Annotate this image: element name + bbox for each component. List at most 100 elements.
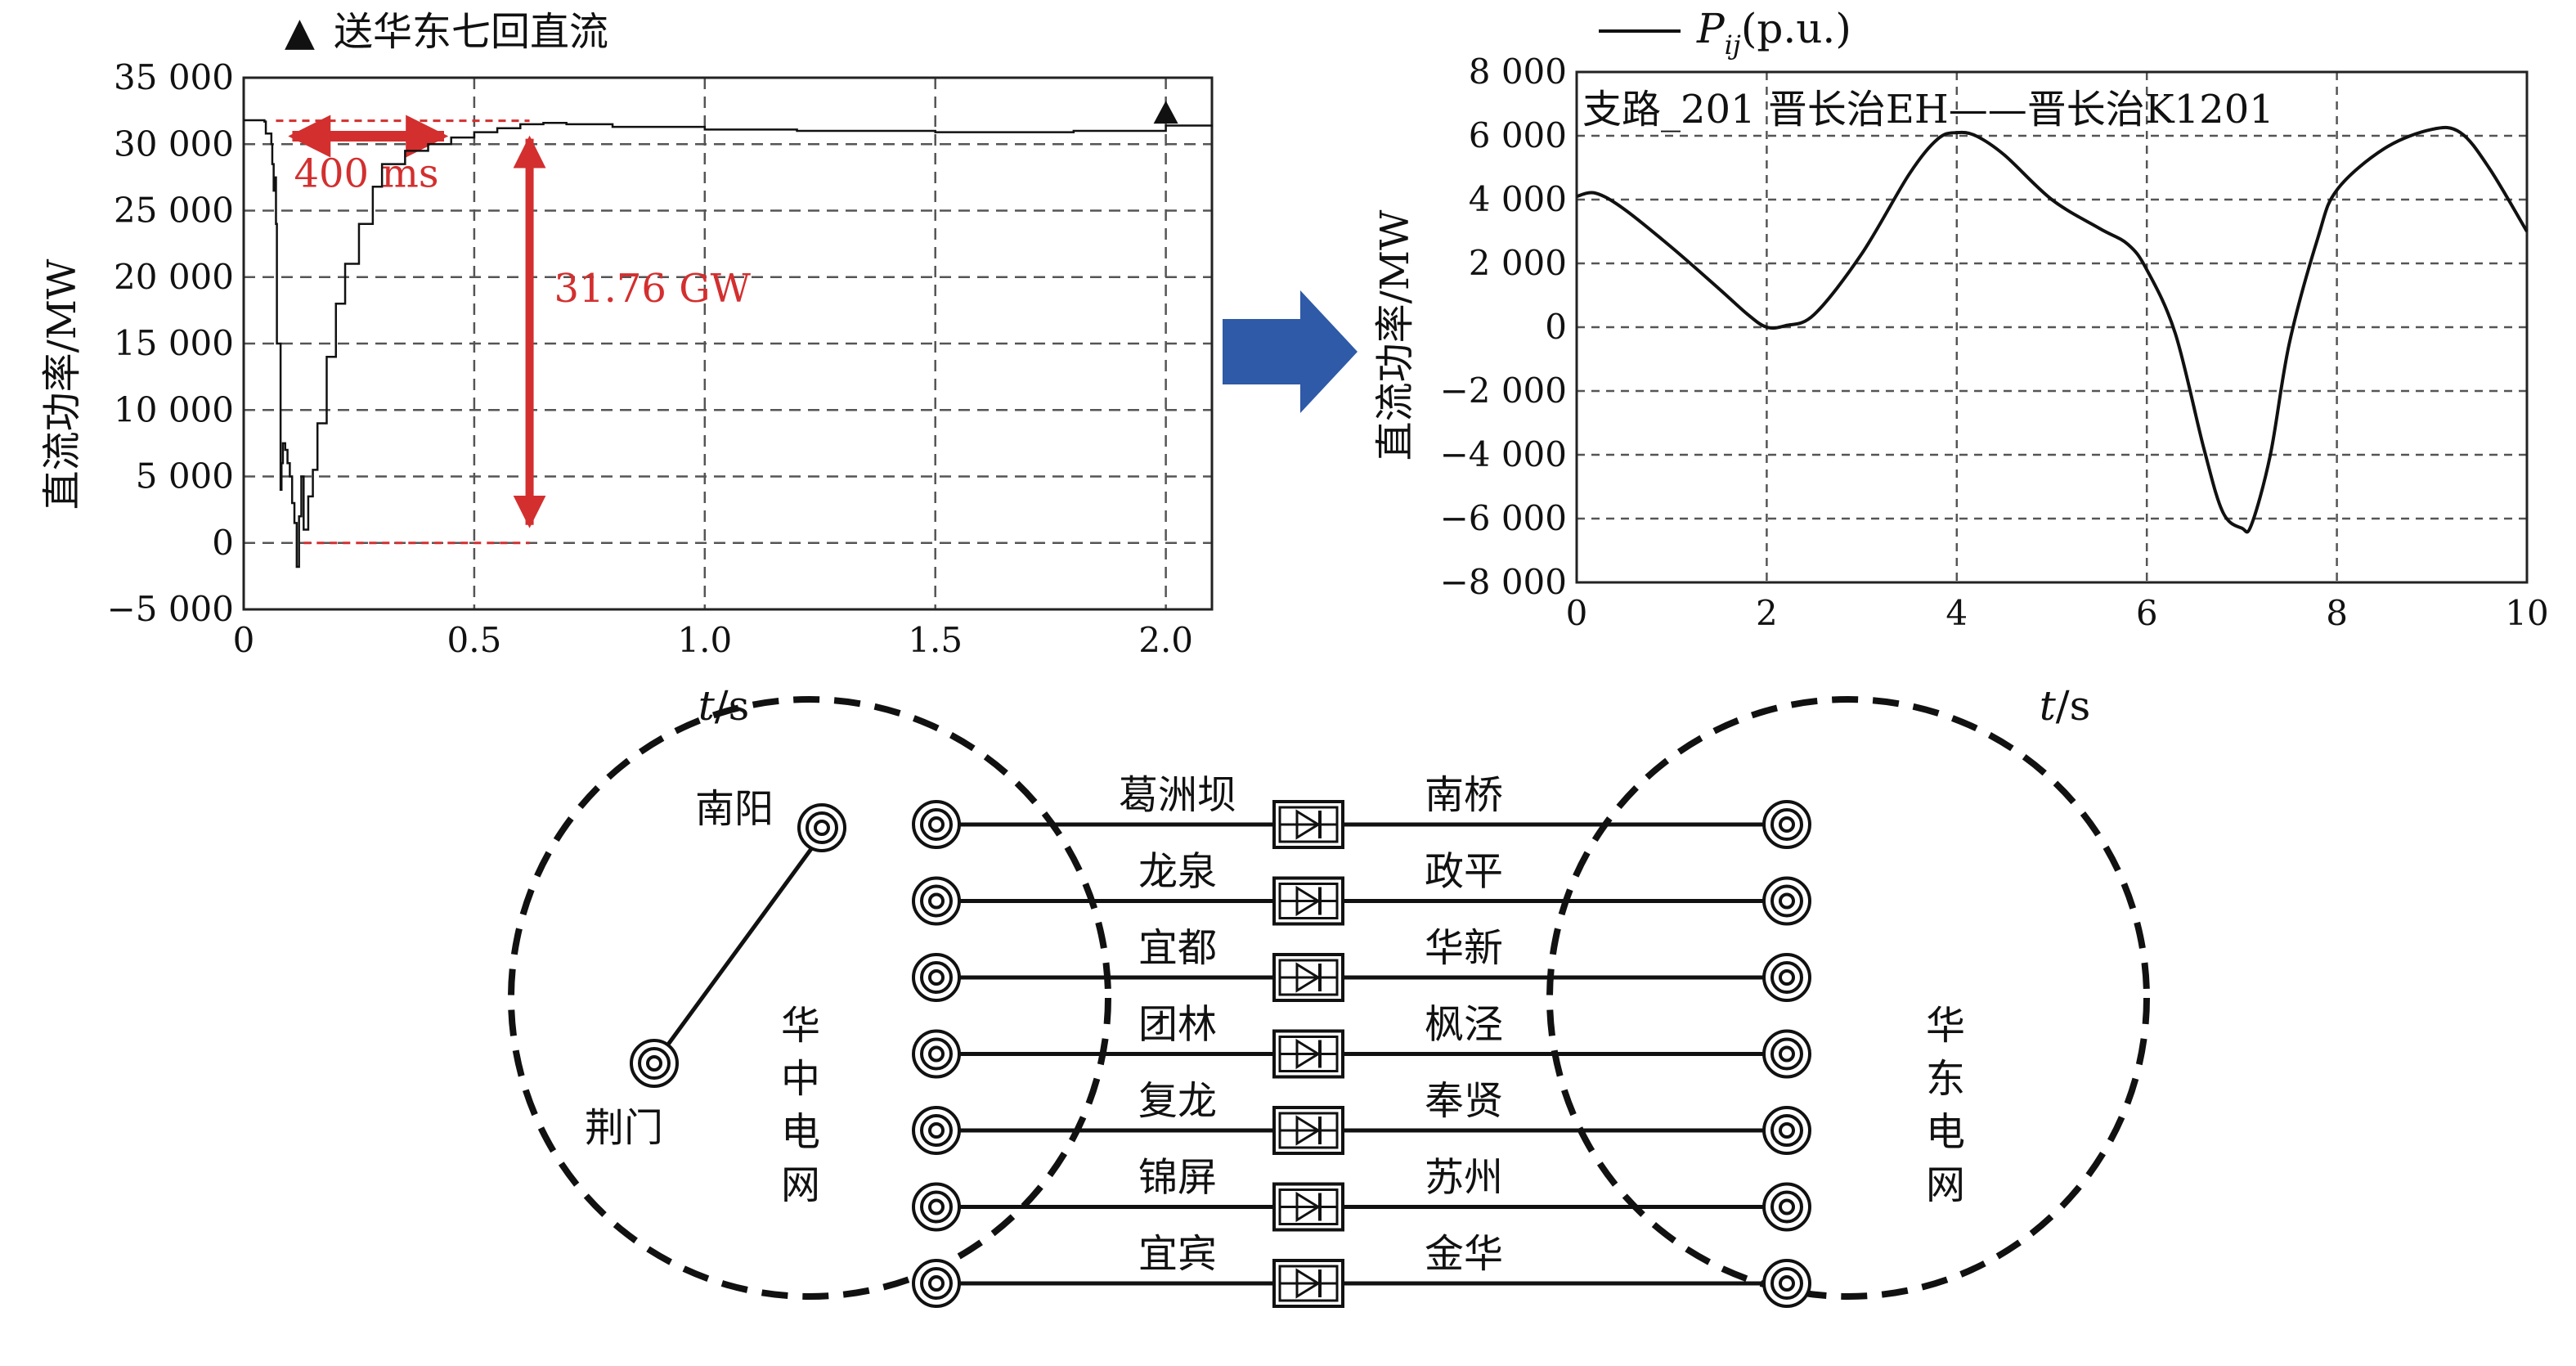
sending-station-icon xyxy=(912,1106,961,1155)
sending-station-label: 团林 xyxy=(1138,1002,1217,1048)
y-tick-label: 0 xyxy=(1545,307,1567,347)
transition-arrow-icon xyxy=(1223,290,1358,413)
converter-diode-icon xyxy=(1272,1259,1344,1308)
hvdc-link-row: 宜宾 金华 xyxy=(912,1231,1811,1308)
converter-diode-icon xyxy=(1272,800,1344,849)
series-line xyxy=(244,119,1214,568)
sending-station-label: 宜都 xyxy=(1138,925,1217,971)
converter-diode-icon xyxy=(1272,1106,1344,1155)
series xyxy=(244,119,1214,568)
receiving-station-icon xyxy=(1762,1182,1811,1232)
x-tick-label: 2.0 xyxy=(1138,620,1193,660)
receiving-station-label: 枫泾 xyxy=(1425,1002,1503,1048)
x-tick-label: 10 xyxy=(2505,593,2548,633)
legend-marker-triangle: ▲ xyxy=(285,9,315,55)
y-tick-label: 6 000 xyxy=(1469,115,1567,155)
x-axis-label: t/s xyxy=(2040,682,2091,730)
hvdc-link-row: 复龙 奉贤 xyxy=(912,1078,1811,1155)
receiving-station-icon xyxy=(1762,1259,1811,1308)
x-tick-label: 8 xyxy=(2326,593,2348,633)
svg-text:网: 网 xyxy=(1926,1162,1965,1208)
x-tick-label: 0.5 xyxy=(447,620,502,660)
receiving-station-icon xyxy=(1762,1106,1811,1155)
converter-diode-icon xyxy=(1272,953,1344,1002)
y-tick-label: 4 000 xyxy=(1469,179,1567,219)
receiving-station-label: 奉贤 xyxy=(1425,1078,1503,1124)
sending-station-icon xyxy=(912,876,961,926)
svg-text:网: 网 xyxy=(781,1162,820,1208)
sending-station-icon xyxy=(912,1182,961,1232)
y-tick-labels: 35 000 30 000 25 000 20 000 15 000 10 000 5 00… xyxy=(107,57,234,629)
hvdc-link-row: 葛洲坝南桥 xyxy=(912,772,1811,849)
legend-label: 送华东七回直流 xyxy=(334,9,608,55)
x-tick-labels: 0 0.5 1.0 1.5 2.0 xyxy=(233,620,1193,660)
duration-label: 400 ms xyxy=(294,151,438,197)
y-tick-label: 0 xyxy=(212,523,234,563)
receiving-station-icon xyxy=(1762,800,1811,849)
svg-text:华: 华 xyxy=(1926,1003,1965,1049)
node-label-jingmen: 荆门 xyxy=(585,1105,663,1151)
x-axis-label: t/s xyxy=(698,682,750,730)
converter-diode-icon xyxy=(1272,1182,1344,1232)
central-china-grid-boundary xyxy=(508,696,1111,1300)
x-tick-label: 1.0 xyxy=(677,620,732,660)
y-tick-label: 5 000 xyxy=(136,456,234,497)
annotations: 400 ms 31.76 GW xyxy=(276,101,1178,545)
converter-diode-icon xyxy=(1272,1029,1344,1079)
x-tick-label: 0 xyxy=(233,620,255,660)
hvdc-links: 葛洲坝南桥龙泉政平宜都华新团林枫泾复龙奉贤锦屏苏州宜宾金华 xyxy=(912,772,1811,1308)
y-tick-label: −5 000 xyxy=(107,589,234,629)
y-tick-label: 15 000 xyxy=(114,323,234,363)
drop-label: 31.76 GW xyxy=(554,266,752,312)
hvdc-network-diagram: 南阳 荆门 华 中 电 网 华 东 电 网 葛洲坝南桥龙泉 政平宜都华新团林 枫泾复… xyxy=(508,696,2150,1308)
plot-frame xyxy=(242,76,1214,611)
sending-station-icon xyxy=(912,1259,961,1308)
y-tick-label: 20 000 xyxy=(114,257,234,297)
node-jingmen-icon xyxy=(630,1039,679,1088)
hvdc-link-row: 团林 枫泾 xyxy=(912,1002,1811,1079)
y-axis-label: 直流功率/MW xyxy=(1372,209,1418,461)
y-tick-label: 2 000 xyxy=(1469,243,1567,283)
converter-diode-icon xyxy=(1272,876,1344,926)
sending-station-label: 龙泉 xyxy=(1138,849,1217,895)
node-label-nanyang: 南阳 xyxy=(695,786,774,832)
sending-station-icon xyxy=(912,953,961,1002)
svg-text:电: 电 xyxy=(1926,1109,1965,1155)
dc-power-chart: ▲ 送华东七回直流 直流功率/MW t/s 35 000 30 000 25 000… xyxy=(39,9,1214,730)
chart-inner-title: 支路_201 晋长治EH——晋长治K1201 xyxy=(1582,87,2274,133)
x-tick-label: 4 xyxy=(1945,593,1968,633)
svg-text:东: 东 xyxy=(1926,1056,1965,1102)
nanyang-jingmen-line xyxy=(652,833,824,1065)
receiving-station-label: 南桥 xyxy=(1425,772,1503,818)
y-axis-label: 直流功率/MW xyxy=(39,258,85,510)
receiving-station-label: 苏州 xyxy=(1425,1155,1503,1201)
receiving-station-icon xyxy=(1762,1029,1811,1079)
svg-text:中: 中 xyxy=(781,1056,820,1102)
left-grid-label: 华 中 电 网 xyxy=(781,1003,820,1208)
receiving-station-label: 政平 xyxy=(1425,849,1503,895)
sending-station-icon xyxy=(912,800,961,849)
y-tick-label: 10 000 xyxy=(114,389,234,429)
y-tick-label: 35 000 xyxy=(114,57,234,97)
hvdc-link-row: 宜都华新 xyxy=(912,925,1811,1002)
sending-station-icon xyxy=(912,1029,961,1079)
sending-station-label: 宜宾 xyxy=(1138,1231,1217,1277)
y-tick-label: −2 000 xyxy=(1440,371,1567,411)
y-tick-label: −4 000 xyxy=(1440,434,1567,474)
y-tick-label: 30 000 xyxy=(114,124,234,164)
series-marker-triangle xyxy=(1153,101,1178,124)
y-tick-label: 8 000 xyxy=(1469,52,1567,92)
receiving-station-label: 金华 xyxy=(1425,1231,1503,1277)
sending-station-label: 复龙 xyxy=(1138,1078,1217,1124)
receiving-station-icon xyxy=(1762,876,1811,926)
plot-frame xyxy=(1575,70,2529,584)
node-nanyang-icon xyxy=(797,803,846,852)
svg-text:华: 华 xyxy=(781,1003,820,1049)
y-tick-label: 25 000 xyxy=(114,191,234,231)
hvdc-link-row: 龙泉 政平 xyxy=(912,849,1811,926)
x-tick-label: 1.5 xyxy=(908,620,963,660)
